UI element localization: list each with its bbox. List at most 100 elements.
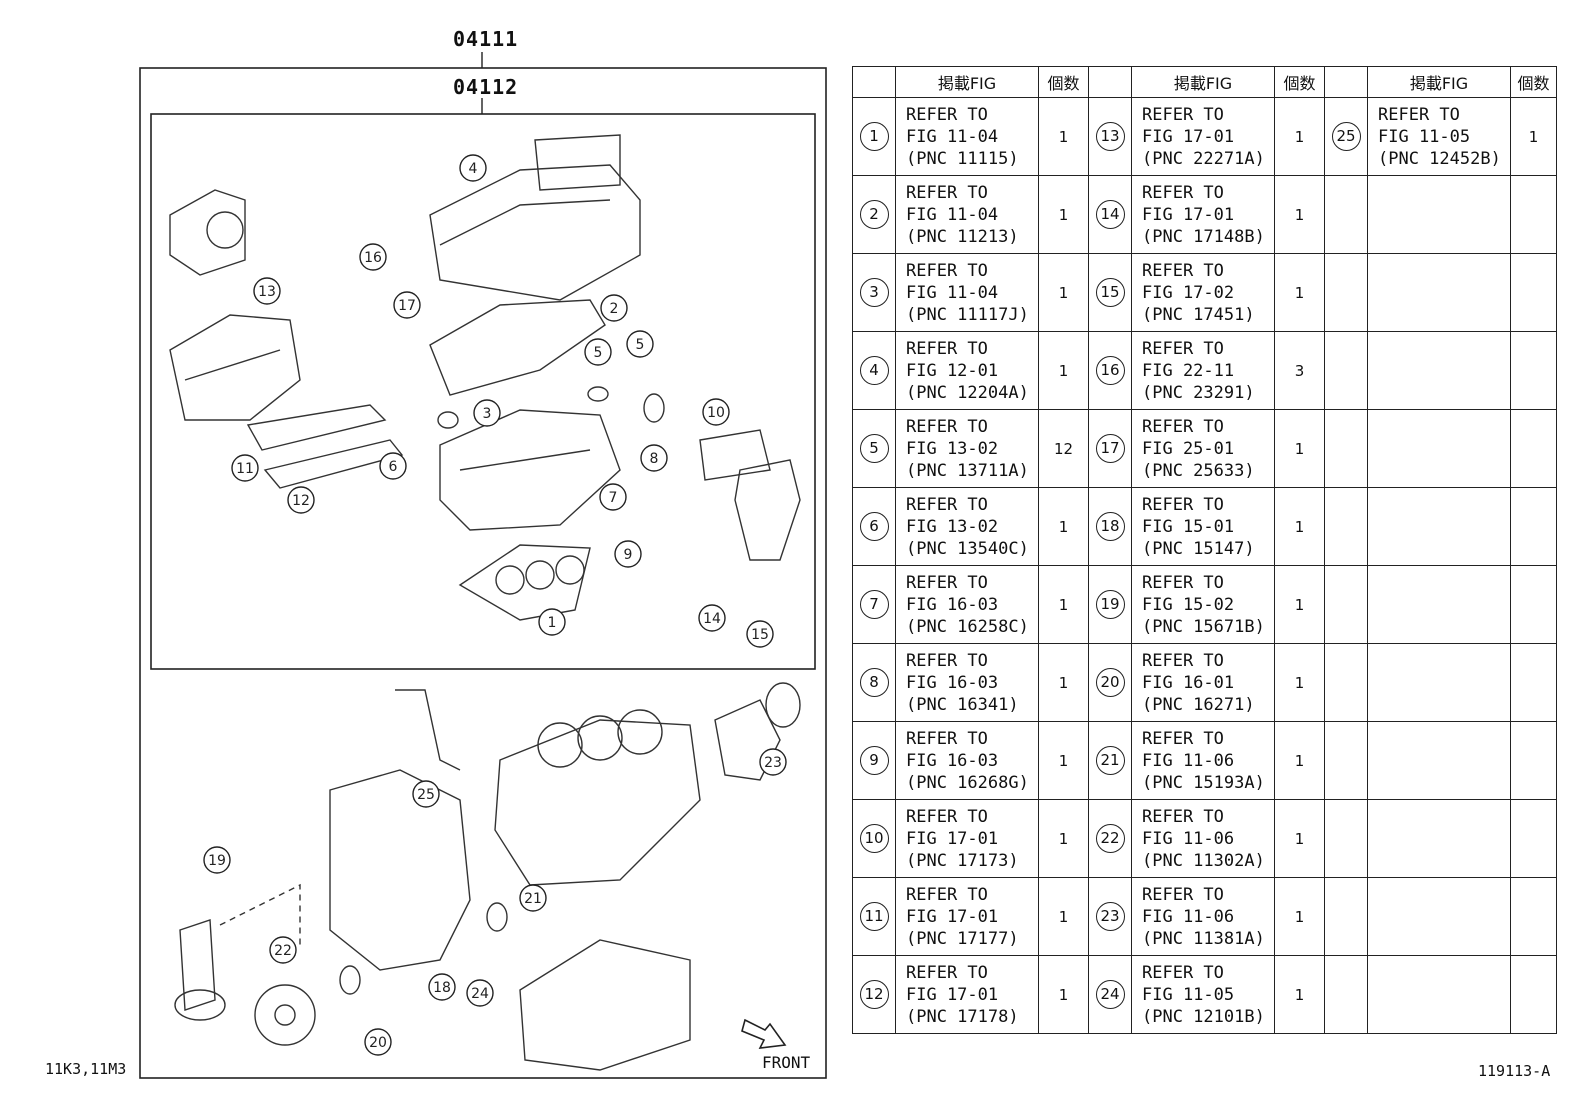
header-cell: 個数 <box>1510 66 1557 98</box>
callout-number: 17 <box>398 298 416 314</box>
callout-25: 25 <box>412 780 440 808</box>
reference-line: REFER TO <box>1142 806 1224 827</box>
reference-line: REFER TO <box>906 260 988 281</box>
callout-23: 23 <box>759 748 787 776</box>
reference-line: FIG 11-06 <box>1142 750 1235 771</box>
quantity-cell: 1 <box>1274 175 1325 254</box>
callout-19: 19 <box>203 846 231 874</box>
callout-number: 19 <box>208 853 226 869</box>
reference-line: REFER TO <box>906 182 988 203</box>
reference-cell <box>1367 331 1511 410</box>
reference-line: FIG 12-01 <box>906 360 999 381</box>
reference-line: (PNC 22271A) <box>1142 148 1265 169</box>
reference-line: FIG 11-04 <box>906 282 999 303</box>
quantity-cell <box>1510 175 1557 254</box>
quantity-cell: 1 <box>1038 955 1089 1034</box>
header-cell: 掲載FIG <box>1367 66 1511 98</box>
callout-16: 16 <box>359 243 387 271</box>
reference-line: FIG 11-04 <box>906 204 999 225</box>
quantity-cell <box>1510 955 1557 1034</box>
quantity-cell: 1 <box>1274 97 1325 176</box>
quantity-cell <box>1510 565 1557 644</box>
callout-number: 6 <box>389 459 398 475</box>
reference-line: (PNC 11115) <box>906 148 1019 169</box>
callout-number: 24 <box>471 986 489 1002</box>
item-number-cell: 20 <box>1088 643 1132 722</box>
quantity-cell: 1 <box>1274 643 1325 722</box>
callout-13: 13 <box>253 277 281 305</box>
item-number-badge: 17 <box>1095 434 1125 463</box>
reference-line: (PNC 15193A) <box>1142 772 1265 793</box>
quantity-cell: 1 <box>1038 565 1089 644</box>
callout-14: 14 <box>698 604 726 632</box>
item-number-badge: 12 <box>859 980 889 1009</box>
callout-number: 12 <box>292 493 310 509</box>
quantity-cell: 1 <box>1274 721 1325 800</box>
item-number-cell: 11 <box>852 877 896 956</box>
reference-line: FIG 22-11 <box>1142 360 1235 381</box>
callout-number: 5 <box>636 337 645 353</box>
callout-number: 15 <box>751 627 769 643</box>
callout-number: 8 <box>650 451 659 467</box>
reference-line: (PNC 13711A) <box>906 460 1029 481</box>
callout-number: 11 <box>236 461 254 477</box>
reference-line: FIG 17-01 <box>1142 204 1235 225</box>
quantity-cell: 1 <box>1274 409 1325 488</box>
quantity-cell: 12 <box>1038 409 1089 488</box>
quantity-cell <box>1510 877 1557 956</box>
reference-line: FIG 17-02 <box>1142 282 1235 303</box>
item-number-cell: 16 <box>1088 331 1132 410</box>
item-number-cell: 8 <box>852 643 896 722</box>
item-number-badge: 8 <box>859 668 889 697</box>
reference-line: (PNC 15671B) <box>1142 616 1265 637</box>
reference-cell <box>1367 799 1511 878</box>
reference-cell <box>1367 955 1511 1034</box>
reference-line: (PNC 13540C) <box>906 538 1029 559</box>
callout-number: 1 <box>548 615 557 631</box>
item-number-badge: 19 <box>1095 590 1125 619</box>
callout-3: 3 <box>473 399 501 427</box>
header-cell <box>852 66 896 98</box>
inner-frame <box>150 113 816 670</box>
header-cell <box>1324 66 1368 98</box>
reference-line: FIG 11-04 <box>906 126 999 147</box>
reference-line: (PNC 12452B) <box>1378 148 1501 169</box>
reference-line: REFER TO <box>1142 260 1224 281</box>
item-number-cell <box>1324 877 1368 956</box>
reference-line: REFER TO <box>906 728 988 749</box>
reference-line: FIG 13-02 <box>906 516 999 537</box>
quantity-cell: 1 <box>1038 643 1089 722</box>
reference-cell <box>1367 409 1511 488</box>
reference-line: REFER TO <box>906 416 988 437</box>
item-number-cell: 21 <box>1088 721 1132 800</box>
reference-cell <box>1367 565 1511 644</box>
item-number-badge: 13 <box>1095 122 1125 151</box>
item-number-cell: 12 <box>852 955 896 1034</box>
item-number-cell: 10 <box>852 799 896 878</box>
callout-number: 23 <box>764 755 782 771</box>
reference-line: REFER TO <box>906 962 988 983</box>
reference-line: (PNC 12101B) <box>1142 1006 1265 1027</box>
item-number-cell: 15 <box>1088 253 1132 332</box>
reference-cell <box>1367 487 1511 566</box>
item-number-cell: 17 <box>1088 409 1132 488</box>
quantity-cell <box>1510 799 1557 878</box>
quantity-cell: 1 <box>1274 253 1325 332</box>
callout-24: 24 <box>466 979 494 1007</box>
quantity-cell: 3 <box>1274 331 1325 410</box>
assembly-number-inner: 04112 <box>453 75 519 99</box>
item-number-cell <box>1324 721 1368 800</box>
quantity-cell: 1 <box>1510 97 1557 176</box>
reference-line: FIG 13-02 <box>906 438 999 459</box>
reference-line: FIG 17-01 <box>906 828 999 849</box>
item-number-cell <box>1324 253 1368 332</box>
